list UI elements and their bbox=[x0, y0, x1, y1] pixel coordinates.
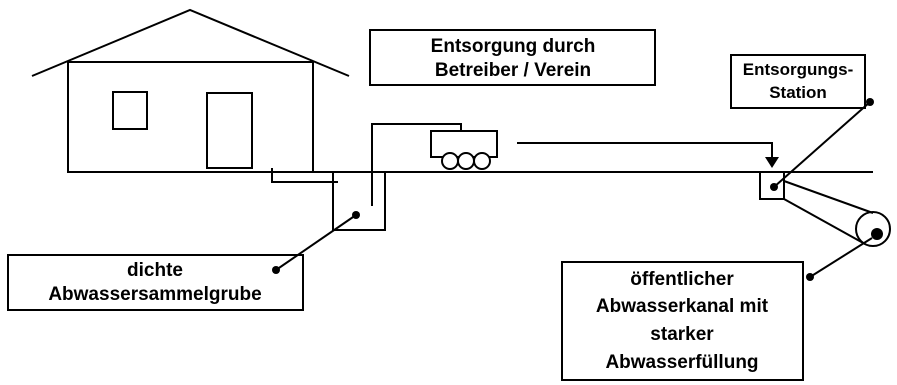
collection-tank bbox=[332, 171, 386, 231]
truck-wheel-rear bbox=[473, 152, 491, 170]
public-sewer-line1: öffentlicher bbox=[630, 269, 734, 290]
transport-line bbox=[517, 142, 773, 160]
station-shaft bbox=[759, 171, 785, 200]
public-sewer-filling bbox=[871, 228, 883, 240]
disposal-station-pointer bbox=[773, 101, 871, 188]
disposal-station-label-box bbox=[730, 54, 866, 109]
collection-tank-label: dichte Abwassersammelgrube bbox=[7, 254, 304, 311]
public-sewer-pointer bbox=[809, 237, 873, 278]
operator-disposal-line1: Entsorgung durch bbox=[431, 36, 596, 57]
operator-disposal-label: Entsorgung durch Betreiber / Verein bbox=[369, 29, 656, 86]
disposal-station-label: Entsorgungs- Station bbox=[730, 54, 866, 109]
disposal-station-pointer-end bbox=[770, 183, 778, 191]
house-door bbox=[206, 92, 253, 169]
public-sewer-label-box bbox=[561, 261, 804, 381]
collection-tank-label-box bbox=[7, 254, 304, 311]
disposal-station-line2: Station bbox=[769, 83, 827, 102]
truck-wheel-front bbox=[441, 152, 459, 170]
house-roof bbox=[31, 8, 350, 77]
house-outlet-pipe bbox=[271, 168, 338, 183]
disposal-truck bbox=[430, 130, 498, 170]
operator-disposal-label-box bbox=[369, 29, 656, 86]
public-sewer-label: öffentlicher Abwasserkanal mit starker A… bbox=[561, 261, 804, 381]
house-body bbox=[67, 61, 314, 173]
operator-disposal-line2: Betreiber / Verein bbox=[435, 60, 591, 81]
collection-tank-pointer-dot bbox=[272, 266, 280, 274]
public-sewer-line4: Abwasserfüllung bbox=[605, 352, 758, 373]
disposal-station-pointer-dot bbox=[866, 98, 874, 106]
truck-wheel-middle bbox=[457, 152, 475, 170]
public-sewer-line2: Abwasserkanal mit bbox=[596, 296, 769, 317]
collection-tank-line2: Abwassersammelgrube bbox=[48, 284, 261, 305]
public-sewer-line3: starker bbox=[650, 324, 714, 345]
sewer-connection-top bbox=[783, 180, 874, 214]
house bbox=[31, 8, 350, 173]
public-sewer-pointer-dot bbox=[806, 273, 814, 281]
collection-tank-pointer bbox=[275, 214, 357, 271]
collection-tank-line1: dichte bbox=[127, 260, 183, 281]
disposal-station-line1: Entsorgungs- bbox=[743, 60, 854, 79]
transport-line-arrowhead bbox=[765, 157, 779, 168]
public-sewer-pipe bbox=[855, 211, 891, 247]
collection-tank-pointer-end bbox=[352, 211, 360, 219]
sewer-connection-bottom bbox=[783, 198, 866, 245]
house-window bbox=[112, 91, 148, 130]
